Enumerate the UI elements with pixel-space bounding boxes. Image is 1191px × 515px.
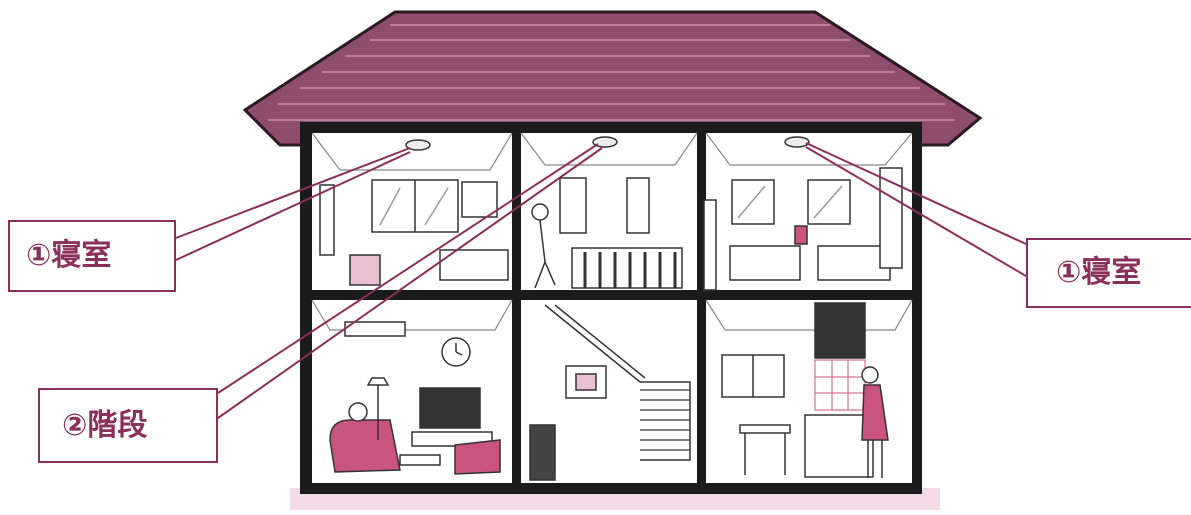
callout-bedroom-left: ①寝室: [8, 220, 176, 292]
callout-bedroom-right: ①寝室: [1026, 238, 1191, 308]
sofa-icon: [330, 420, 400, 472]
callout-stairs: ②階段: [38, 388, 218, 463]
television-icon: [420, 388, 480, 428]
